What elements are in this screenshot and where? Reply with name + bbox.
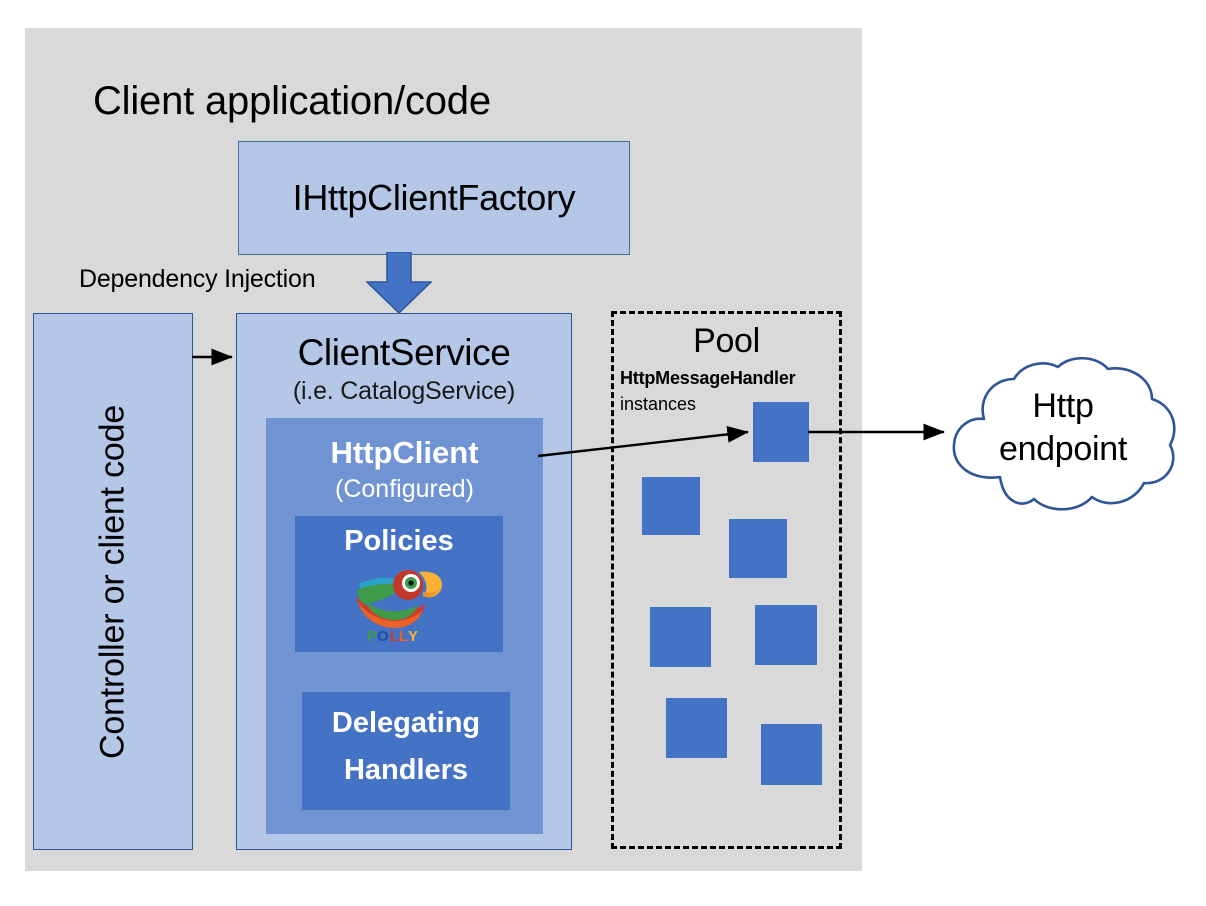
handler-instance-3 bbox=[729, 519, 787, 578]
http-endpoint-line1: Http bbox=[1032, 387, 1094, 425]
handler-instance-7 bbox=[761, 724, 822, 785]
handler-instance-6 bbox=[666, 698, 727, 758]
pool-title: Pool bbox=[693, 322, 760, 360]
page-title: Client application/code bbox=[93, 79, 491, 123]
http-endpoint-line2: endpoint bbox=[998, 429, 1128, 468]
policies-title: Policies bbox=[344, 525, 454, 557]
svg-text:P: P bbox=[367, 628, 377, 644]
handler-instance-4 bbox=[650, 607, 711, 667]
http-endpoint-cloud[interactable]: Http endpoint bbox=[938, 356, 1188, 522]
svg-text:O: O bbox=[377, 628, 389, 644]
delegating-handlers-line2: Handlers bbox=[343, 754, 469, 786]
pool-subtitle-bold: HttpMessageHandler bbox=[620, 368, 796, 388]
handler-instance-5 bbox=[755, 605, 817, 665]
dependency-injection-label: Dependency Injection bbox=[79, 265, 316, 293]
svg-text:Y: Y bbox=[408, 628, 418, 644]
handler-instance-2 bbox=[642, 477, 700, 535]
svg-text:L: L bbox=[399, 628, 408, 644]
controller-or-client-code-label: Controller or client code bbox=[93, 404, 132, 759]
delegating-handlers-box[interactable]: Delegating Handlers bbox=[302, 692, 510, 810]
httpclient-title: HttpClient bbox=[330, 435, 479, 470]
svg-text:L: L bbox=[390, 628, 399, 644]
clientservice-box[interactable]: ClientService (i.e. CatalogService) Http… bbox=[236, 313, 572, 850]
controller-or-client-code-box[interactable]: Controller or client code bbox=[33, 313, 193, 850]
clientservice-subtitle: (i.e. CatalogService) bbox=[292, 377, 516, 405]
down-arrow-icon bbox=[365, 251, 433, 315]
ihttpclientfactory-label: IHttpClientFactory bbox=[292, 177, 576, 218]
httpclient-subtitle: (Configured) bbox=[335, 475, 474, 503]
handler-instance-1 bbox=[753, 402, 809, 462]
pool-box[interactable]: Pool HttpMessageHandler instances bbox=[611, 311, 842, 849]
httpclient-box[interactable]: HttpClient (Configured) Policies bbox=[266, 418, 543, 834]
http-endpoint-label: Http endpoint bbox=[938, 385, 1188, 470]
ihttpclientfactory-box[interactable]: IHttpClientFactory bbox=[238, 141, 630, 255]
pool-subtitle-regular: instances bbox=[620, 394, 697, 414]
clientservice-title: ClientService bbox=[297, 332, 511, 373]
delegating-handlers-line1: Delegating bbox=[331, 707, 481, 739]
policies-box[interactable]: Policies bbox=[295, 516, 503, 652]
polly-parrot-logo: P O L L Y bbox=[353, 562, 445, 645]
